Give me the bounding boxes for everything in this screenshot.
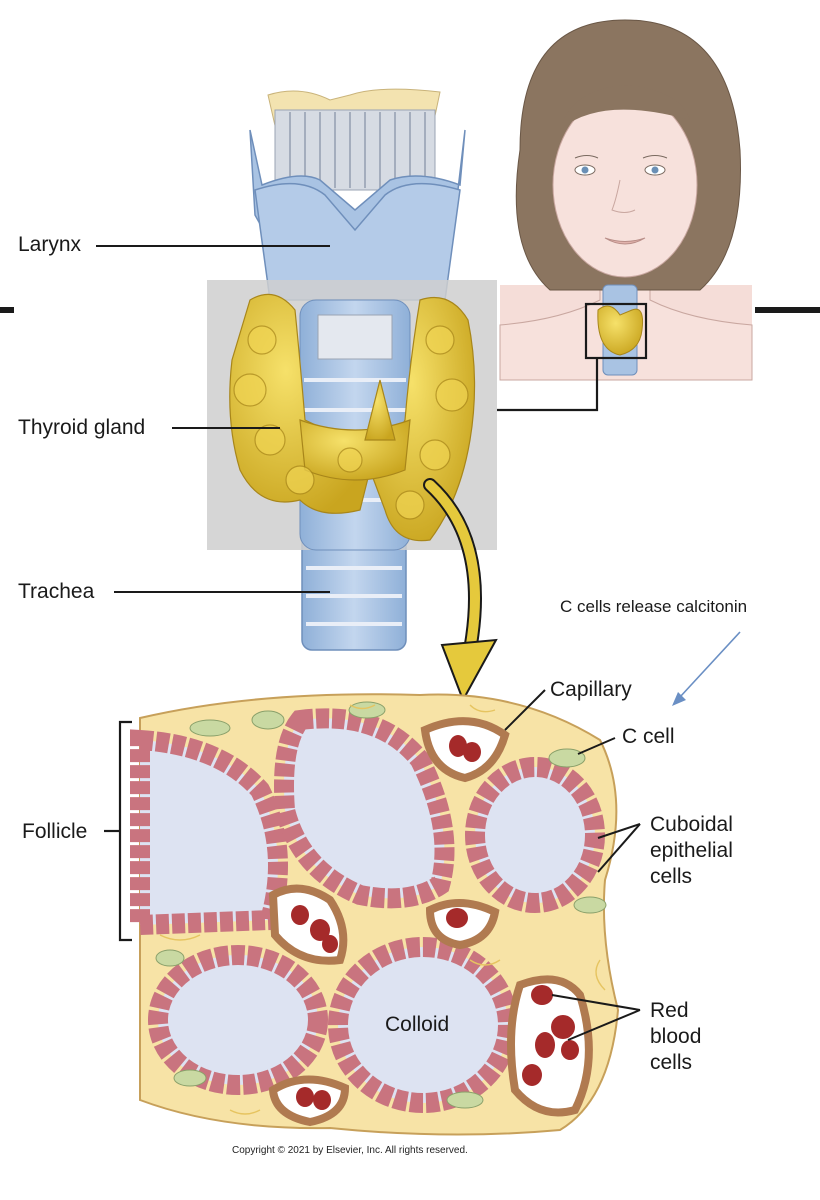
label-follicle: Follicle	[22, 820, 88, 843]
zoom-arrow	[423, 478, 498, 703]
label-larynx: Larynx	[18, 233, 82, 256]
thyroid-gland-illustration	[229, 293, 476, 542]
label-thyroid-gland: Thyroid gland	[18, 416, 146, 439]
inset-connector	[497, 358, 599, 412]
cuboidal-line-2: epithelial	[650, 839, 733, 862]
leader-lines	[96, 245, 330, 593]
label-capillary: Capillary	[550, 678, 632, 701]
cuboidal-line-3: cells	[650, 865, 693, 888]
label-red-blood-cells: Red blood cells	[650, 1000, 701, 1073]
calcitonin-arrow	[672, 631, 741, 706]
label-colloid: Colloid	[385, 1013, 450, 1036]
cuboidal-line-1: Cuboidal	[650, 813, 733, 836]
rbc-line-3: cells	[650, 1051, 693, 1074]
face-inset	[499, 19, 753, 381]
rbc-line-1: Red	[650, 999, 689, 1022]
calcitonin-annotation: C cells release calcitonin	[560, 597, 748, 616]
rbc-line-2: blood	[650, 1025, 702, 1048]
page-bar-right	[755, 307, 820, 313]
histology-section	[104, 689, 641, 1136]
copyright-notice: Copyright © 2021 by Elsevier, Inc. All r…	[232, 1145, 468, 1156]
label-c-cell: C cell	[622, 725, 675, 748]
label-cuboidal-epithelial-cells: Cuboidal epithelial cells	[650, 814, 733, 887]
page-bar-left	[0, 307, 14, 313]
label-trachea: Trachea	[18, 580, 95, 603]
